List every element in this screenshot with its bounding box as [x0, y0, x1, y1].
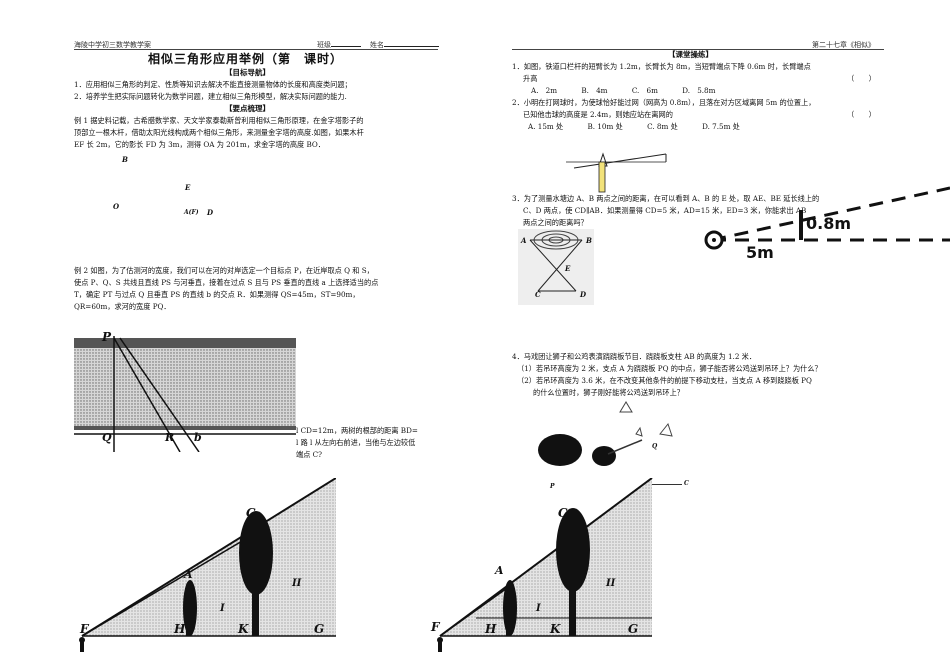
fig5-label-g: G: [628, 622, 639, 636]
example-3-line-2: l 路 l 从左向右前进，当他与左边较低: [296, 438, 416, 447]
fig1-label-o: O: [113, 202, 120, 211]
fig5-label-a: A: [495, 564, 504, 577]
header-name-label: 姓名: [370, 40, 439, 50]
fig3-label-g: G: [314, 622, 325, 636]
fig5-label-c: C: [558, 506, 568, 520]
pond-label-a: A: [521, 236, 527, 245]
fig5-label-ii: II: [606, 578, 616, 589]
pond-figure: [518, 229, 594, 305]
section-goal: 【目标导航】: [225, 68, 270, 77]
q1-paren: （ ）: [847, 74, 876, 83]
example-2-line-3: T，确定 PT 与过点 Q 且垂直 PS 的直线 b 的交点 R．如果测得 QS…: [74, 290, 360, 299]
header-school: 海陵中学初三数学教学案: [74, 41, 151, 49]
q2-option-d: D. 7.5m 处: [702, 122, 740, 131]
fig3-label-ii: II: [292, 578, 302, 589]
fig2-label-r: R: [165, 431, 175, 444]
example-1-line-2: 顶部立一根木杆，借助太阳光线构成两个相似三角形，来测量金字塔的高度.如图，如果木…: [74, 128, 364, 137]
goal-1: 1．应用相似三角形的判定、性质等知识去解决不能直接测量物体的长度和高度类问题；: [74, 80, 352, 89]
example-3-line-3: 端点 C?: [296, 450, 323, 459]
header-rule-right: [512, 49, 884, 50]
header-rule-left: [74, 49, 438, 50]
barrier-figure: [566, 152, 667, 193]
seesaw-label-q: Q: [652, 443, 658, 450]
seesaw-ground: [652, 484, 682, 485]
fig2-label-b: b: [194, 431, 202, 444]
pond-label-e: E: [565, 264, 571, 273]
fig5-label-f: F: [431, 620, 440, 634]
tree-figure-left: [79, 478, 336, 652]
header-chapter: 第二十七章《相似》: [812, 41, 875, 49]
fig3-label-k: K: [238, 622, 249, 636]
example-1-line-1: 例 1 据史料记载，古希腊数学家、天文学家泰勒斯曾利用相似三角形原理，在金字塔影…: [74, 116, 364, 125]
q2-options: A. 15m 处 B. 10m 处 C. 8m 处 D. 7.5m 处: [528, 121, 762, 132]
fig2-label-p: P: [102, 330, 112, 344]
q3-line-2: C、D 两点，使 CD∥AB．如果测量得 CD=5 米，AD=15 米，ED=3…: [523, 206, 807, 215]
q1-options: A. 2m B. 4m C. 6m D. 5.8m: [531, 85, 737, 96]
q2-option-b: B. 10m 处: [587, 122, 623, 131]
fig5-label-h: H: [485, 622, 497, 636]
tree-figure-right: [437, 478, 653, 652]
example-2-line-1: 例 2 如图，为了估测河的宽度，我们可以在河的对岸选定一个目标点 P，在近岸取点…: [74, 266, 374, 275]
tennis-figure: [704, 186, 950, 250]
q1-option-a: A. 2m: [531, 86, 558, 95]
q3-line-3: 两点之间的距离吗？: [523, 218, 588, 227]
fig5-label-k: K: [550, 622, 561, 636]
fig1-label-d: D: [207, 208, 214, 217]
fig2-label-q: Q: [102, 431, 112, 444]
seesaw-label-c: C: [684, 480, 689, 487]
example-3-line-1: l CD=12m，两树的根部的距离 BD=: [296, 426, 418, 435]
fig3-label-f: F: [80, 622, 89, 636]
example-2-line-4: QR=60m，求河的宽度 PQ．: [74, 302, 171, 311]
q1-option-c: C. 6m: [631, 86, 658, 95]
fig3-label-c: C: [246, 506, 256, 520]
pond-label-b: B: [586, 236, 592, 245]
example-1-line-3: EF 长 2m，它的影长 FD 为 3m，测得 OA 为 201m，求金字塔的高…: [74, 140, 325, 149]
pond-label-d: D: [580, 290, 587, 299]
q4-line-2: （1）若吊环高度为 2 米，支点 A 为跷跷板 PQ 的中点，狮子能否将公鸡送到…: [517, 364, 822, 373]
section-practice: 【课堂操练】: [668, 50, 713, 59]
q1-line-1: 1．如图，铁道口栏杆的短臂长为 1.2m，长臂长为 8m，当短臂端点下降 0.6…: [512, 62, 811, 71]
q2-option-a: A. 15m 处: [528, 122, 564, 131]
fig3-label-a: A: [184, 568, 193, 581]
fig3-label-h: H: [174, 622, 186, 636]
header-class-label: 班级: [317, 40, 361, 50]
goal-2: 2．培养学生把实际问题转化为数学问题，建立相似三角形模型，解决实际问题的能力.: [74, 92, 347, 101]
fig5-label-i: I: [536, 603, 541, 614]
q2-line-1: 2．小明在打网球时，为使球恰好能过网（网高为 0.8m），且落在对方区域离网 5…: [512, 98, 816, 107]
pond-label-c: C: [535, 290, 541, 299]
q2-line-2: 已知他击球的高度是 2.4m，则她应站在离网的: [523, 110, 673, 119]
seesaw-label-p: P: [550, 483, 555, 490]
example-2-line-2: 使点 P、Q、S 共线且直线 PS 与河垂直，接着在过点 S 且与 PS 垂直的…: [74, 278, 379, 287]
q1-option-b: B. 4m: [581, 86, 608, 95]
fig1-label-b: B: [122, 155, 128, 164]
q4-line-1: 4．马戏团让狮子和公鸡表演跷跷板节目．跷跷板支柱 AB 的高度为 1.2 米．: [512, 352, 757, 361]
fig3-label-i: I: [220, 603, 225, 614]
fig1-label-af: A(F): [184, 209, 199, 216]
q1-line-2: 升高: [523, 74, 538, 83]
tennis-net-height: 0.8m: [806, 214, 852, 233]
section-points: 【要点梳理】: [225, 104, 270, 113]
seesaw-figure: [538, 401, 673, 466]
q2-option-c: C. 8m 处: [647, 122, 678, 131]
fig1-label-e: E: [185, 183, 191, 192]
river-figure: [74, 336, 296, 452]
page-title: 相似三角形应用举例（第 课时）: [148, 52, 344, 66]
q4-line-4: 的什么位置时，狮子刚好能将公鸡送到吊环上？: [533, 388, 684, 397]
tennis-distance: 5m: [746, 243, 774, 262]
q2-paren: （ ）: [847, 110, 876, 119]
q4-line-3: （2）若吊环高度为 3.6 米，在不改变其他条件的前提下移动支柱，当支点 A 移…: [517, 376, 812, 385]
q1-option-d: D. 5.8m: [682, 86, 716, 95]
q3-line-1: 3．为了测量水塘边 A、B 两点之间的距离，在可以看到 A、B 的 E 处，取 …: [512, 194, 820, 203]
